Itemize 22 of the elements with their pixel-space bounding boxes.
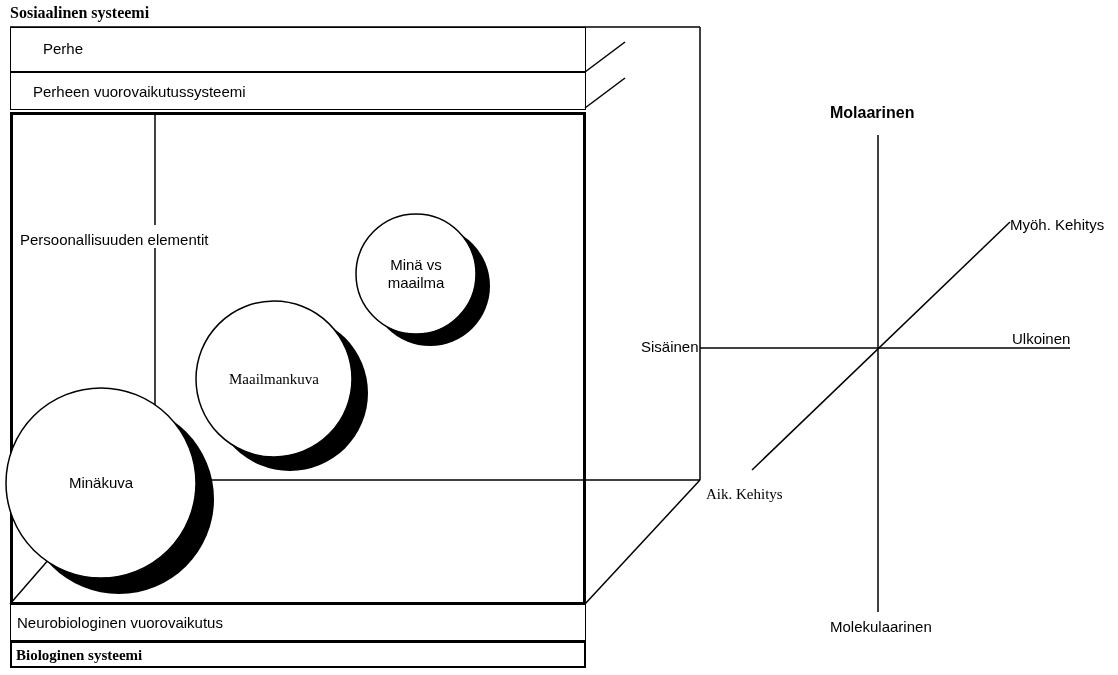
- layer-band: [10, 27, 586, 72]
- layer-band: [10, 641, 586, 668]
- circle-node: [195, 300, 369, 472]
- axis-label: Aik. Kehitys: [706, 486, 783, 503]
- layer-label: Persoonallisuuden elementit: [20, 231, 209, 248]
- layer-label: Perheen vuorovaikutussysteemi: [33, 83, 246, 100]
- axis-label: Myöh. Kehitys: [1010, 216, 1105, 233]
- axis-label: Molaarinen: [830, 104, 915, 122]
- layer-label: Perhe: [43, 40, 84, 57]
- layer-band: [10, 72, 586, 110]
- layer-label: Neurobiologinen vuorovaikutus: [17, 614, 223, 631]
- node-label: Maailmankuva: [228, 370, 320, 388]
- system-heading: Sosiaalinen systeemi: [10, 4, 150, 22]
- axis-label: Ulkoinen: [1012, 330, 1071, 347]
- layer-label: Biologinen systeemi: [16, 647, 143, 664]
- axis-label: Sisäinen: [641, 338, 699, 355]
- circle-node: [355, 213, 491, 347]
- axis-label: Molekulaarinen: [830, 618, 932, 635]
- node-label: Minä vs maailma: [386, 256, 446, 292]
- layer-band: [10, 604, 586, 641]
- circle-node: [5, 387, 215, 595]
- node-label: Minäkuva: [67, 474, 135, 492]
